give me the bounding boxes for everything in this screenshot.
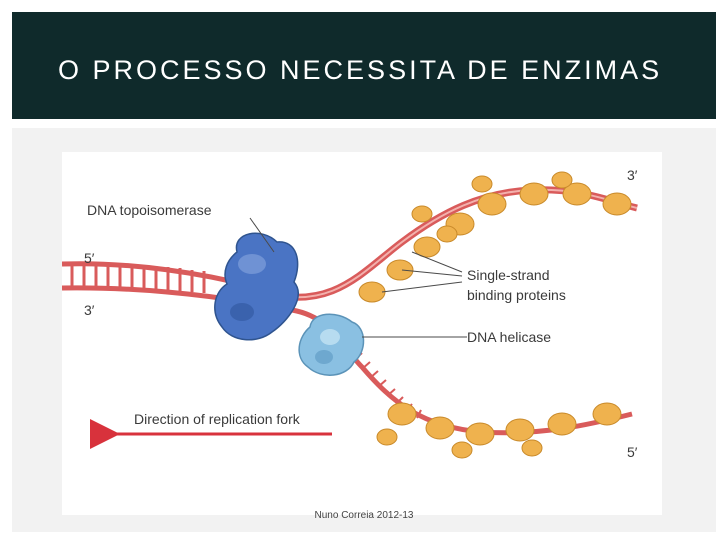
top-single-strand [261,186,638,301]
dna-helicase-protein [298,313,365,376]
label-dna-topoisomerase: DNA topoisomerase [87,202,212,218]
label-5prime-right: 5′ [627,444,638,460]
label-replication-direction: Direction of replication fork [134,411,301,427]
label-leader-lines [249,217,467,338]
label-5prime-left: 5′ [84,250,95,266]
label-ssb-line2: binding proteins [467,287,566,303]
label-3prime-right: 3′ [627,167,638,183]
ssb-proteins-bottom [376,402,622,459]
label-ssb-line1: Single-strand [467,267,550,283]
label-3prime-left: 3′ [84,302,95,318]
label-dna-helicase: DNA helicase [467,329,551,345]
slide-title: O PROCESSO NECESSITA DE ENZIMAS [58,55,663,85]
replication-fork-figure: DNA topoisomerase 5′ 3′ 3′ Single-strand… [62,152,662,515]
slide-header [12,12,716,119]
dna-topoisomerase-protein [214,232,299,341]
replication-fork-diagram: DNA topoisomerase 5′ 3′ 3′ Single-strand… [62,167,638,460]
ssb-proteins-top [358,171,632,303]
slide-footer: Nuno Correia 2012-13 [314,510,414,521]
